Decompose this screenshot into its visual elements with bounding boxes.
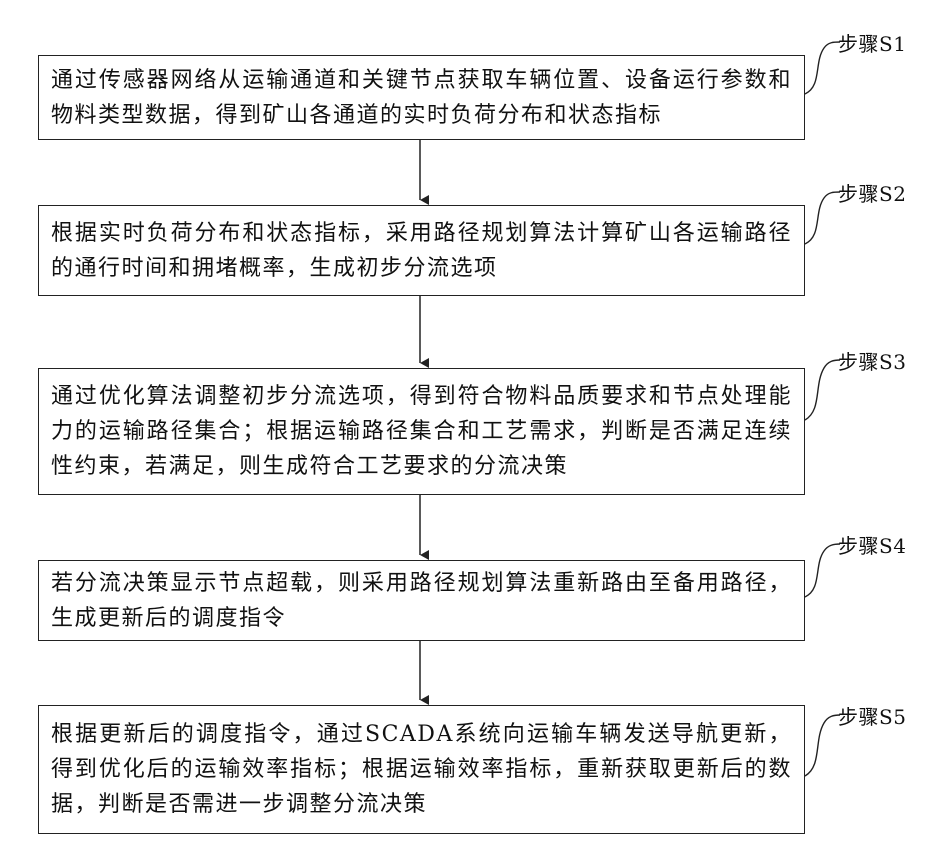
step-label-s3: 步骤S3 bbox=[838, 346, 906, 375]
leader-s5 bbox=[805, 715, 840, 776]
step-box-s2: 根据实时负荷分布和状态指标，采用路径规划算法计算矿山各运输路径的通行时间和拥堵概… bbox=[38, 205, 805, 296]
leader-s1 bbox=[805, 42, 840, 94]
step-text-s1: 通过传感器网络从运输通道和关键节点获取车辆位置、设备运行参数和物料类型数据，得到… bbox=[39, 63, 804, 133]
leader-s3 bbox=[805, 360, 840, 420]
step-label-s2: 步骤S2 bbox=[838, 178, 906, 207]
step-label-s1: 步骤S1 bbox=[838, 28, 906, 57]
step-label-s4: 步骤S4 bbox=[838, 530, 906, 559]
step-text-s2: 根据实时负荷分布和状态指标，采用路径规划算法计算矿山各运输路径的通行时间和拥堵概… bbox=[39, 216, 804, 286]
leader-s4 bbox=[805, 544, 840, 597]
leader-s2 bbox=[805, 192, 840, 244]
step-label-s5: 步骤S5 bbox=[838, 701, 906, 730]
step-box-s4: 若分流决策显示节点超载，则采用路径规划算法重新路由至备用路径，生成更新后的调度指… bbox=[38, 560, 805, 641]
step-box-s5: 根据更新后的调度指令，通过SCADA系统向运输车辆发送导航更新，得到优化后的运输… bbox=[38, 705, 805, 834]
step-text-s3: 通过优化算法调整初步分流选项，得到符合物料品质要求和节点处理能力的运输路径集合；… bbox=[39, 379, 804, 484]
step-box-s1: 通过传感器网络从运输通道和关键节点获取车辆位置、设备运行参数和物料类型数据，得到… bbox=[38, 55, 805, 140]
step-text-s4: 若分流决策显示节点超载，则采用路径规划算法重新路由至备用路径，生成更新后的调度指… bbox=[39, 566, 804, 636]
step-box-s3: 通过优化算法调整初步分流选项，得到符合物料品质要求和节点处理能力的运输路径集合；… bbox=[38, 368, 805, 495]
step-text-s5: 根据更新后的调度指令，通过SCADA系统向运输车辆发送导航更新，得到优化后的运输… bbox=[39, 717, 804, 822]
